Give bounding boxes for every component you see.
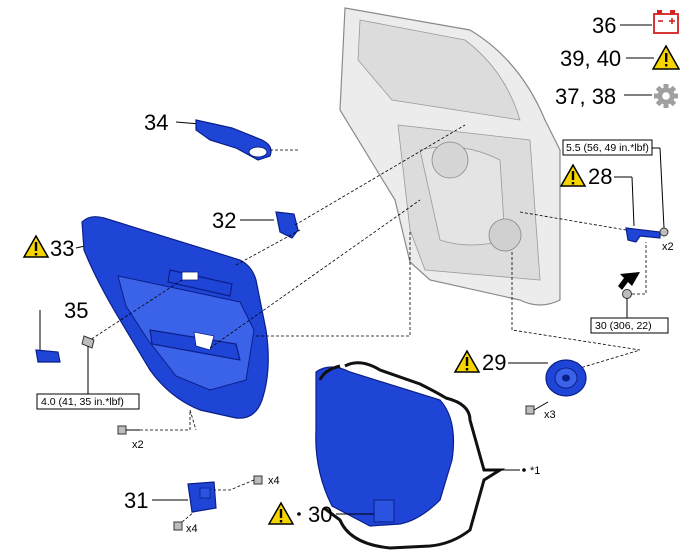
dash-misc [189,409,197,431]
dash-33b [89,279,183,341]
box-28-link-2 [659,147,665,229]
dash-32 [294,124,466,226]
part-35-cover [35,349,61,363]
dash-31a [214,479,255,491]
leader-28b [631,176,635,227]
warning-icon [267,501,295,525]
gear-icon [654,84,678,108]
dash-33c [256,230,411,337]
seal-tape [318,361,506,550]
torque-box-35 [36,393,140,410]
qty-x4-b: x4 [186,523,198,535]
qty-x4-a: x4 [268,475,280,487]
part-29-speaker [545,359,587,397]
dash-33d [209,199,421,349]
part-33-door-trim-panel [81,216,269,419]
part-31-bracket [187,481,217,513]
torque-35: 4.0 (41, 35 in.*lbf) [41,396,124,408]
dash-29 [511,252,641,369]
label-31: 31 [124,488,148,513]
screw-29 [525,401,549,415]
dash-33a [235,229,301,266]
qty-x2-left: x2 [132,439,144,451]
star1-dot [522,468,526,472]
warning-icon [651,44,681,70]
screw-31b [173,521,183,531]
label-34: 34 [144,110,168,135]
dash-28 [519,211,627,231]
label-30: 30 [308,502,332,527]
bolt-28 [659,227,669,237]
screw-31a [253,475,263,485]
label-36: 36 [592,13,616,38]
label-35: 35 [64,298,88,323]
qty-x3: x3 [544,409,556,421]
warning-icon [453,349,481,373]
screw-bottom-left [117,425,140,435]
qty-x2-28: x2 [662,241,674,253]
torque-28: 5.5 (56, 49 in.*lbf) [566,142,649,154]
arrow-icon [618,272,640,290]
dot-30 [297,512,301,516]
part-30-service-hole-cover [315,366,455,527]
dash-x2-left [140,410,191,431]
torque-box-30 [590,317,669,334]
label-37-38: 37, 38 [555,84,616,109]
label-33: 33 [50,236,74,261]
battery-icon [653,10,679,34]
part-34-switch-base [195,119,272,161]
label-39-40: 39, 40 [560,46,621,71]
label-32: 32 [212,208,236,233]
part-28-bracket [625,227,661,243]
part-32-clip [275,211,299,239]
dash-bolt-30 [632,242,647,295]
warning-icon [559,163,587,187]
dash-31b [181,511,195,523]
screw-35 [81,335,95,395]
label-29: 29 [482,350,506,375]
bolt-30-torque [622,289,632,299]
warning-icon [22,234,50,258]
door-shell [339,7,561,306]
torque-30: 30 (306, 22) [595,320,652,332]
callout-star1: *1 [530,465,540,477]
label-28: 28 [588,164,612,189]
